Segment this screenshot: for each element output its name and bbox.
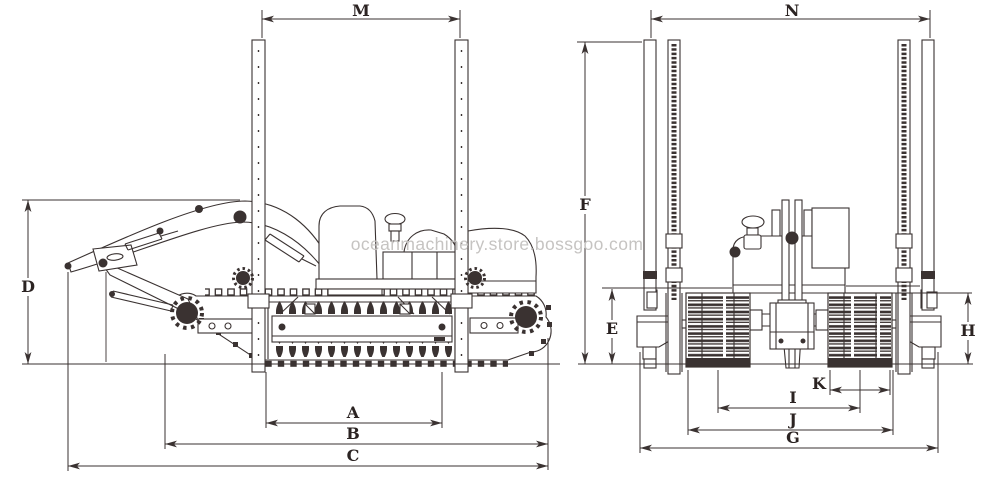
dimension-e-label: E bbox=[606, 319, 618, 338]
track-teeth-bottom bbox=[258, 359, 508, 367]
deck-cleats-upper bbox=[272, 301, 452, 316]
watermark-text: oceanmachinery.store.bossgoo.com bbox=[351, 234, 644, 254]
dimension-m-label: M bbox=[352, 1, 370, 20]
spud-pole-rear bbox=[454, 39, 469, 373]
dimension-f-label: F bbox=[579, 195, 591, 214]
right-track-front bbox=[827, 292, 893, 368]
dimension-labels: M N D A B C F E H K I J G bbox=[21, 1, 976, 465]
dimension-c-label: C bbox=[347, 446, 360, 465]
side-view bbox=[64, 39, 552, 373]
left-track-front bbox=[685, 292, 751, 368]
muffler-front bbox=[729, 215, 765, 258]
hull-plate bbox=[271, 315, 453, 343]
outer-right-pole bbox=[921, 39, 935, 311]
dimension-n-label: N bbox=[785, 1, 800, 20]
dimension-j bbox=[687, 370, 894, 435]
dimension-i bbox=[717, 370, 861, 413]
center-gearbox bbox=[769, 302, 815, 350]
deck-cleats-lower bbox=[272, 342, 452, 357]
dimensions bbox=[20, 10, 976, 471]
rear-bracket-plate bbox=[469, 317, 519, 334]
outer-left-pole bbox=[643, 39, 657, 311]
dimension-i-label: I bbox=[789, 388, 796, 407]
dimension-g bbox=[639, 352, 939, 453]
dimension-d-label: D bbox=[21, 277, 35, 296]
dimension-j-label: J bbox=[787, 410, 797, 429]
muffler-side bbox=[384, 212, 406, 242]
spud-poles-front bbox=[643, 39, 938, 375]
cab-side bbox=[318, 205, 378, 280]
pontoon-track-side bbox=[172, 288, 552, 367]
dimension-b-label: B bbox=[346, 424, 360, 443]
pole-winch-rear bbox=[450, 267, 486, 309]
dimension-a bbox=[265, 372, 443, 428]
boom-cylinder-rear bbox=[264, 233, 317, 267]
counterweight bbox=[467, 227, 537, 294]
front-view bbox=[636, 39, 942, 375]
dimension-a-label: A bbox=[346, 403, 360, 422]
cutter-sprocket bbox=[170, 296, 204, 330]
upper-body-side bbox=[315, 205, 537, 296]
dimension-k-label: K bbox=[812, 374, 827, 393]
cab-tower bbox=[811, 207, 850, 269]
dimension-c bbox=[67, 272, 548, 471]
dimension-m bbox=[261, 10, 461, 38]
inner-right-pole bbox=[897, 39, 911, 375]
dimension-b bbox=[164, 338, 549, 470]
upper-body-front bbox=[715, 199, 863, 369]
pole-winch-front bbox=[232, 267, 270, 309]
rear-sprocket bbox=[509, 300, 543, 334]
boom-pin bbox=[233, 210, 247, 224]
dimension-n bbox=[650, 10, 931, 38]
boom-cylinder bbox=[124, 230, 179, 251]
dimension-g-label: G bbox=[786, 428, 800, 447]
inner-left-pole bbox=[667, 39, 681, 375]
spud-poles-side bbox=[232, 39, 486, 373]
dimension-h-label: H bbox=[960, 321, 975, 340]
spud-pole-front bbox=[251, 39, 266, 373]
